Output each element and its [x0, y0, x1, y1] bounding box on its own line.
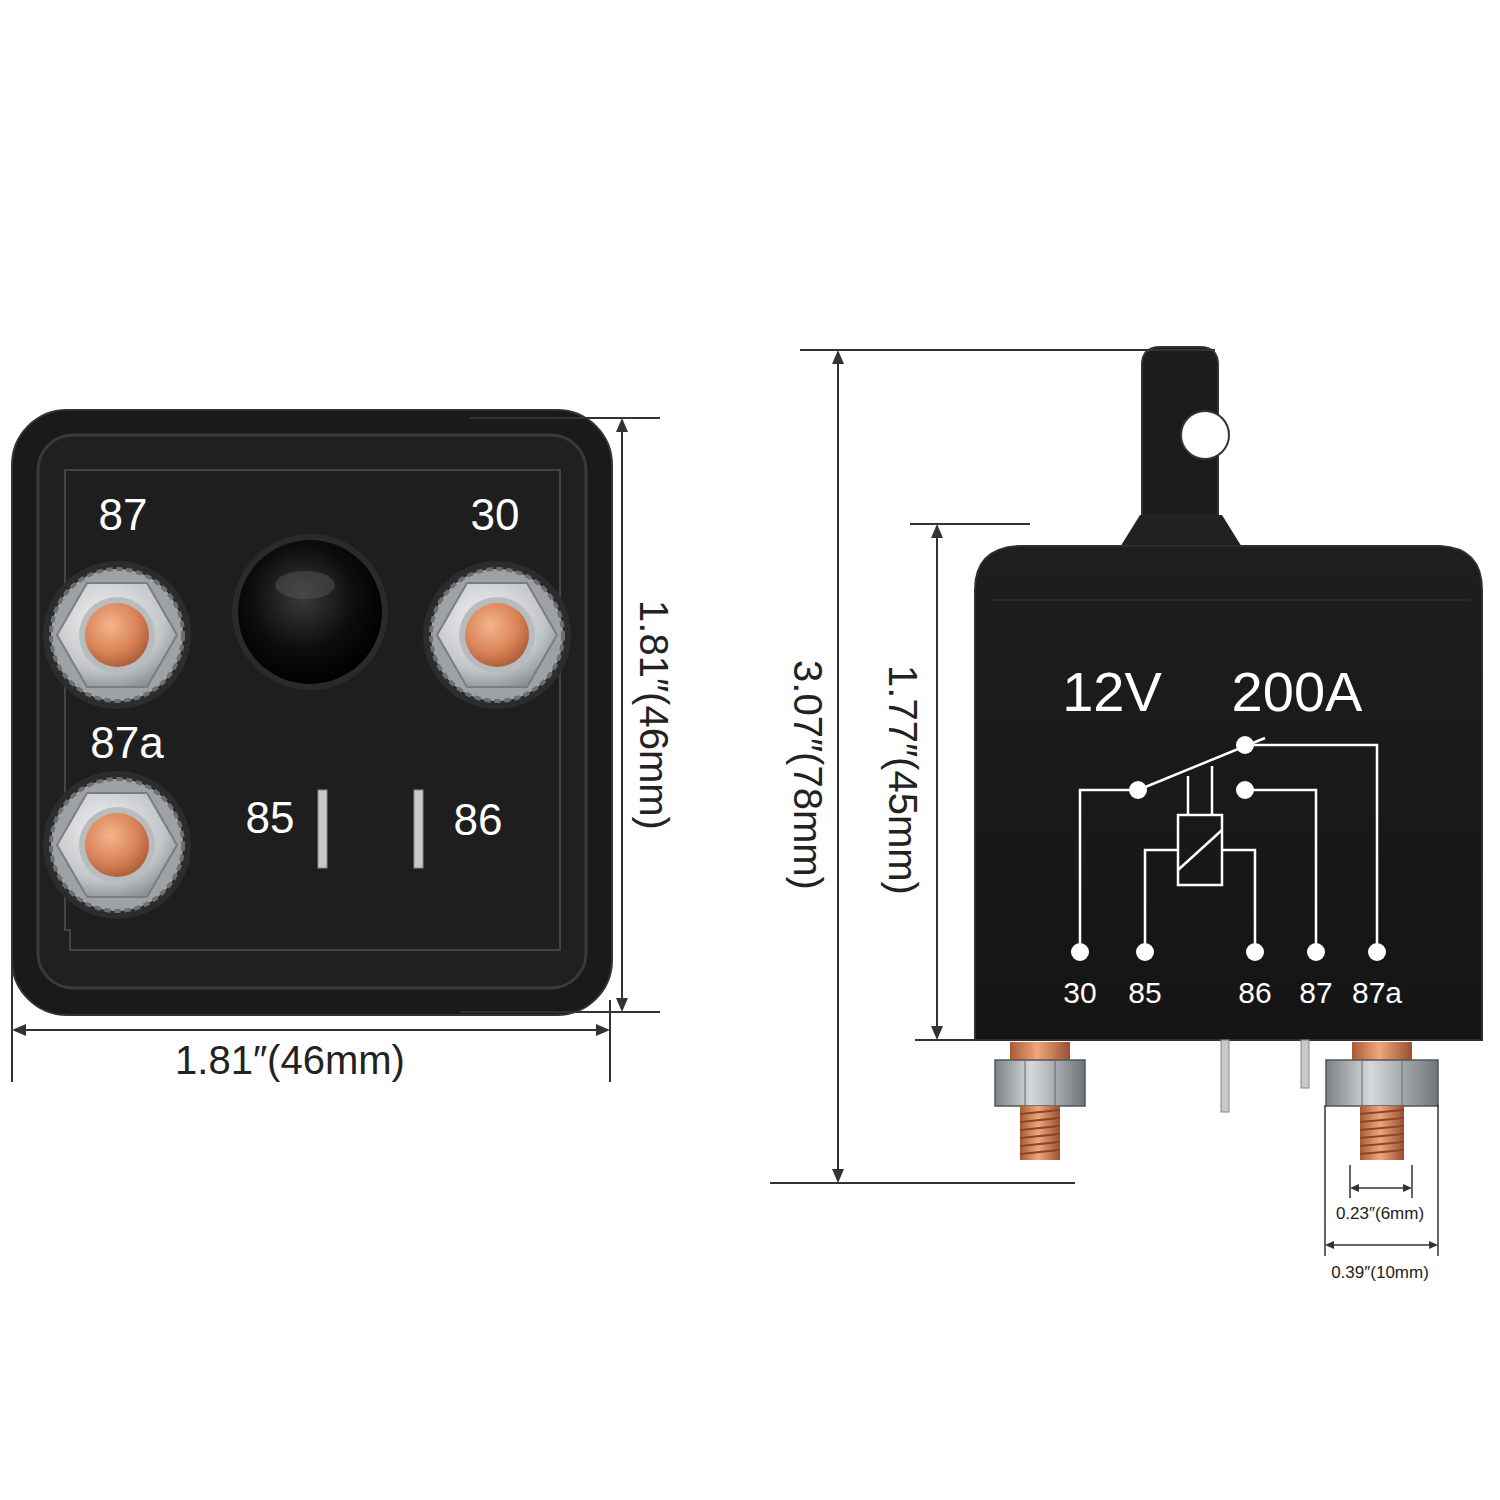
pin-label: 85: [246, 796, 295, 840]
pin-label: 86: [454, 798, 503, 842]
terminal-label: 87a: [90, 721, 163, 765]
terminal-label: 87: [99, 493, 148, 537]
dimension-label: 0.39″(10mm): [1331, 1264, 1429, 1281]
schematic-pin-label: 85: [1128, 978, 1161, 1008]
dimension-label: 1.77″(45mm): [883, 665, 923, 895]
schematic-pin-label: 87: [1299, 978, 1332, 1008]
dimension-label: 0.23″(6mm): [1336, 1205, 1424, 1222]
schematic-pin-label: 87a: [1352, 978, 1402, 1008]
dimension-label: 3.07″(78mm): [788, 660, 828, 890]
rating-label: 200A: [1232, 664, 1363, 720]
dimension-label: 1.81″(46mm): [634, 600, 674, 830]
dimension-label: 1.81″(46mm): [175, 1040, 405, 1080]
terminal-label: 30: [471, 493, 520, 537]
schematic-pin-label: 86: [1238, 978, 1271, 1008]
schematic-pin-label: 30: [1063, 978, 1096, 1008]
rating-label: 12V: [1062, 664, 1162, 720]
